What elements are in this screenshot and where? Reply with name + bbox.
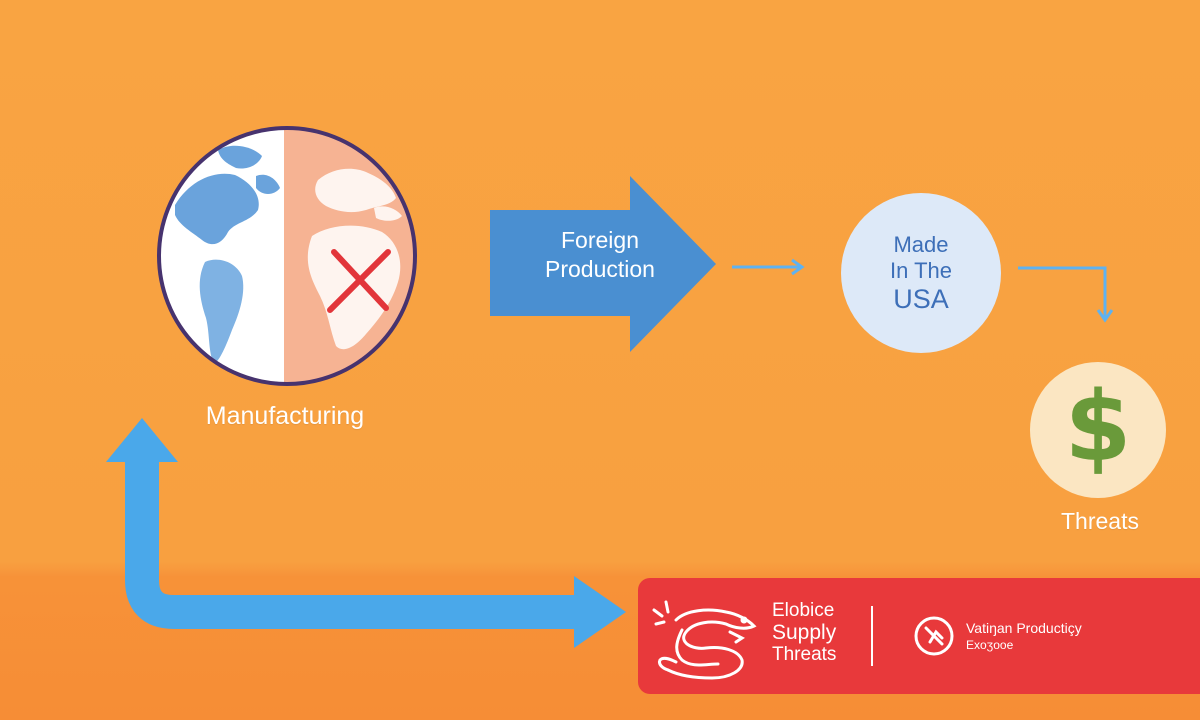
banner-title: Elobice Supply Threats: [772, 600, 892, 666]
banner-title-line2: Supply: [772, 621, 837, 644]
foreign-production-line2: Production: [545, 256, 655, 282]
down-connector-arrow: [1018, 266, 1114, 323]
manufacturing-label: Manufacturing: [205, 402, 365, 430]
supply-return-arrow: [106, 418, 626, 648]
foreign-production-arrow: [490, 176, 716, 352]
connector-arrow: [732, 258, 805, 276]
foreign-production-label: Foreign Production: [505, 226, 695, 284]
made-in-usa-label: Made In The USA: [843, 232, 999, 314]
banner-right-line2: Exoʒooe: [966, 638, 1014, 652]
banner-divider: [871, 606, 873, 666]
made-in-usa-line3: USA: [893, 284, 949, 314]
made-in-usa-circle: [841, 193, 1001, 353]
threats-label: Threats: [1061, 508, 1139, 534]
banner-right-line1: Vatiŋan Productiçy: [966, 620, 1082, 636]
dollar-icon: $: [1064, 371, 1132, 483]
threats-circle: [1030, 362, 1166, 498]
snake-icon: [652, 600, 757, 680]
banner-title-line3: Threats: [772, 644, 837, 665]
red-x-icon: [327, 249, 391, 313]
made-in-usa-line2: In The: [890, 258, 952, 283]
banner-right-text: Vatiŋan Productiçy Exoʒooe: [966, 620, 1146, 654]
no-symbol-icon: [914, 616, 954, 656]
banner-title-line1: Elobice: [772, 600, 835, 621]
made-in-usa-line1: Made: [893, 232, 949, 257]
foreign-production-line1: Foreign: [561, 227, 639, 253]
